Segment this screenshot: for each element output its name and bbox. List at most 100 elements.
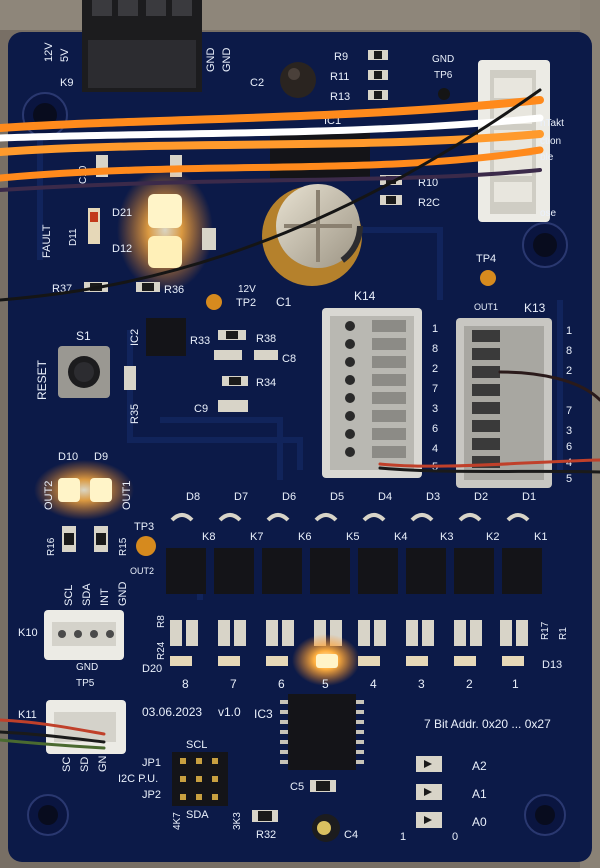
label-r1: R1 [558, 627, 569, 640]
relay-label: K5 [346, 531, 359, 543]
label-jp1: JP1 [142, 757, 161, 769]
diode-label: D6 [282, 491, 296, 503]
k13-pin: 3 [566, 425, 572, 437]
chip-ic3 [280, 694, 364, 770]
k10-pin-scl: SCL [63, 585, 75, 606]
label-a0: A0 [472, 815, 487, 829]
label-scl-jp: SCL [186, 739, 207, 751]
label-r11: R11 [330, 71, 349, 83]
k10-pin-gnd: GND [117, 582, 129, 607]
reset-button-s1 [58, 346, 110, 398]
k14-pin: 3 [432, 403, 438, 415]
label-gnd-tp5: GND [76, 662, 98, 673]
label-s1: S1 [76, 329, 91, 343]
label-tp5: TP5 [76, 678, 95, 689]
wire-bundle-k11 [0, 718, 106, 750]
channel-number: 2 [466, 677, 473, 691]
k10-pin-int: INT [99, 588, 111, 606]
label-3k3: 3K3 [232, 812, 243, 830]
label-d20: D20 [142, 663, 162, 675]
k11-pin-sd: SD [79, 757, 91, 772]
chip-ic2 [146, 318, 186, 356]
relay-labels: K8 K7 K6 K5 K4 K3 K2 K1 [202, 531, 547, 543]
label-d13: D13 [542, 659, 562, 671]
label-gnd-a: GND [205, 48, 217, 73]
resistors-top [368, 50, 388, 100]
k13-pin: 7 [566, 405, 572, 417]
label-c1: C1 [276, 295, 292, 309]
label-4k7: 4K7 [172, 812, 183, 830]
k11-pin-sc: SC [61, 757, 73, 772]
label-r16: R16 [46, 537, 57, 556]
testpoint-tp6 [438, 88, 450, 100]
relay-label: K8 [202, 531, 215, 543]
label-r36: R36 [164, 284, 184, 296]
label-k10: K10 [18, 627, 38, 639]
k13-pin-numbers: 1 8 2 7 3 6 4 5 [566, 325, 572, 485]
terminal-k14 [322, 308, 422, 478]
label-5v: 5V [59, 48, 71, 62]
label-c8: C8 [282, 353, 296, 365]
k14-pin: 7 [432, 383, 438, 395]
label-r2c: R2C [418, 197, 440, 209]
k14-pin: 2 [432, 363, 438, 375]
label-a1: A1 [472, 787, 487, 801]
label-k11: K11 [18, 709, 37, 721]
label-c4: C4 [344, 829, 358, 841]
label-r32: R32 [256, 829, 276, 841]
label-r17: R17 [540, 621, 551, 640]
connector-k10 [44, 610, 124, 660]
relay-label: K3 [440, 531, 453, 543]
label-i2c-pu: I2C P.U. [118, 773, 158, 785]
status-leds [170, 656, 524, 666]
label-ble: ble [540, 152, 554, 163]
label-sda-jp: SDA [186, 809, 209, 821]
label-c5: C5 [290, 781, 304, 793]
channel-number: 1 [512, 677, 519, 691]
label-k13: K13 [524, 301, 546, 315]
label-r9: R9 [334, 51, 348, 63]
wire-bundle-top [0, 88, 544, 302]
label-12v-tp2: 12V [238, 284, 256, 295]
connector-k9 [82, 0, 202, 92]
channel-number: 8 [182, 677, 189, 691]
chip-ic1 [270, 130, 370, 178]
label-tp6: TP6 [434, 70, 453, 81]
label-tp2: TP2 [236, 297, 256, 309]
label-d12: D12 [112, 243, 132, 255]
label-r10: R10 [418, 177, 438, 189]
board-date: 03.06.2023 [142, 705, 202, 719]
k13-pin: 4 [566, 457, 572, 469]
label-d9: D9 [94, 451, 108, 463]
label-d11: D11 [68, 228, 79, 246]
channel-number: 5 [322, 677, 329, 691]
label-fault: FAULT [41, 224, 53, 258]
testpoint-tp3 [136, 536, 156, 556]
label-r35: R35 [129, 404, 141, 424]
diode-label: D5 [330, 491, 344, 503]
label-r8: R8 [156, 615, 167, 628]
diode-label: D3 [426, 491, 440, 503]
diode-row: D8 D7 D6 D5 D4 D3 D2 D1 [170, 491, 536, 522]
label-a2: A2 [472, 759, 487, 773]
diode-label: D2 [474, 491, 488, 503]
label-r34: R34 [256, 377, 276, 389]
label-one: 1 [400, 831, 406, 843]
led-glow-d21-d12 [117, 168, 213, 292]
address-note: 7 Bit Addr. 0x20 ... 0x27 [424, 717, 551, 731]
label-d21: D21 [112, 207, 132, 219]
label-r13: R13 [330, 91, 350, 103]
address-jumpers [416, 756, 442, 828]
relay-label: K6 [298, 531, 311, 543]
label-ntakt: nTakt [540, 118, 564, 129]
k11-pin-gn: GN [97, 755, 109, 772]
k14-pin: 4 [432, 443, 438, 455]
label-out2: OUT2 [43, 481, 55, 510]
board-version: v1.0 [218, 705, 241, 719]
channel-number: 4 [370, 677, 377, 691]
relay-label: K2 [486, 531, 499, 543]
diode-label: D7 [234, 491, 248, 503]
diode-label: D8 [186, 491, 200, 503]
testpoint-tp2 [206, 294, 222, 310]
